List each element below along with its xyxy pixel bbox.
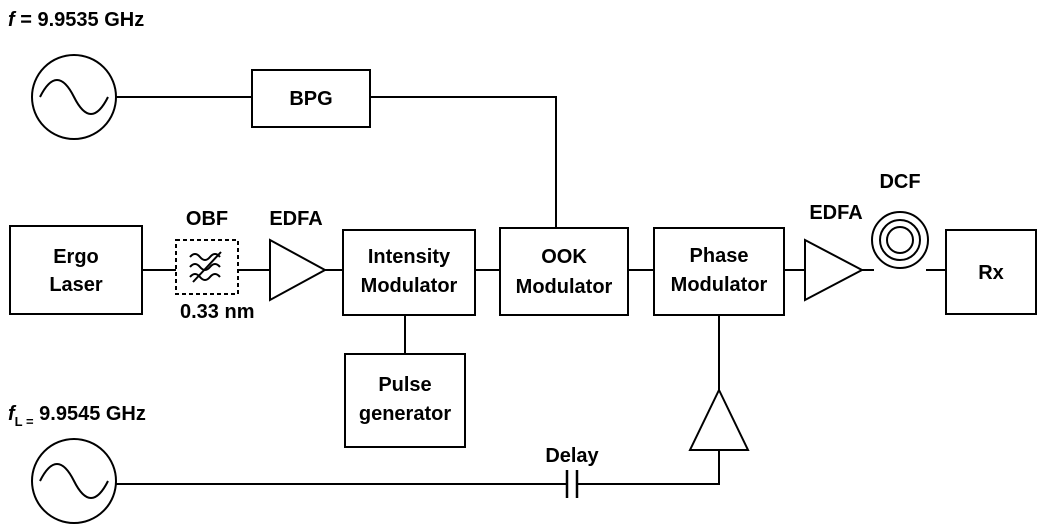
- ergo-laser-block: Ergo Laser: [9, 225, 143, 315]
- fiber-coil-inner-icon: [886, 226, 914, 254]
- pulse-generator-label-line1: Pulse: [378, 374, 431, 396]
- bottom-source-frequency-label: fL = 9.9545 GHz: [8, 403, 146, 429]
- delay-capacitor-icon: [565, 470, 579, 498]
- phase-modulator-label-line1: Phase: [690, 245, 749, 267]
- sine-wave-icon-2: [39, 463, 109, 499]
- phase-modulator-label-line2: Modulator: [671, 274, 768, 296]
- pulse-generator-label-line2: generator: [359, 403, 451, 425]
- top-source-frequency-label: f = 9.9535 GHz: [8, 9, 144, 31]
- sine-wave-icon: [39, 79, 109, 115]
- wire-bpg-to-ook: [370, 96, 557, 228]
- ook-modulator-box: [499, 227, 629, 316]
- bottom-sine-source: [31, 438, 117, 524]
- pulse-generator-box: [344, 353, 466, 448]
- bottom-source-subscript: L =: [15, 414, 34, 429]
- wire-delay-to-driver: [577, 450, 720, 485]
- bottom-source-frequency: 9.9545 GHz: [34, 403, 146, 425]
- receiver-box: [945, 229, 1037, 315]
- laser-box: [9, 225, 143, 315]
- edfa-amplifier-1: EDFA: [269, 208, 328, 302]
- amplifier-triangle-icon: [269, 238, 328, 302]
- laser-label-line1: Ergo: [53, 246, 99, 268]
- dcf-fiber: DCF: [871, 171, 929, 269]
- pulse-generator-block: Pulse generator: [344, 353, 466, 448]
- intensity-modulator-label-line1: Intensity: [368, 246, 451, 268]
- ook-modulator-block: OOK Modulator: [499, 227, 629, 316]
- phase-modulator-box: [653, 227, 785, 316]
- bottom-source-symbol: f: [8, 403, 17, 425]
- phase-modulator-block: Phase Modulator: [653, 227, 785, 316]
- edfa-amplifier-2: EDFA: [804, 202, 865, 302]
- ook-modulator-label-line1: OOK: [541, 246, 587, 268]
- obf-filter: OBF 0.33 nm: [175, 208, 254, 323]
- obf-label: OBF: [186, 208, 228, 230]
- bpg-block: BPG: [251, 69, 371, 128]
- intensity-modulator-block: Intensity Modulator: [342, 229, 476, 316]
- top-source-symbol: f: [8, 9, 17, 31]
- receiver-label: Rx: [978, 262, 1004, 284]
- receiver-block: Rx: [945, 229, 1037, 315]
- amplifier-triangle-icon-2: [804, 238, 865, 302]
- bpg-box: [251, 69, 371, 128]
- laser-label-line2: Laser: [49, 274, 103, 296]
- top-sine-source: [31, 54, 117, 140]
- intensity-modulator-box: [342, 229, 476, 316]
- edfa-1-label: EDFA: [269, 208, 322, 230]
- driver-amplifier-triangle-icon: [688, 387, 750, 451]
- delay-label: Delay: [545, 445, 599, 467]
- edfa-2-label: EDFA: [809, 202, 862, 224]
- bpg-label: BPG: [289, 88, 332, 110]
- intensity-modulator-label-line2: Modulator: [361, 275, 458, 297]
- filter-icon: [189, 251, 222, 283]
- obf-box: [175, 239, 239, 295]
- dcf-label: DCF: [879, 171, 920, 193]
- top-source-frequency: = 9.9535 GHz: [15, 9, 145, 31]
- ook-modulator-label-line2: Modulator: [516, 276, 613, 298]
- obf-bandwidth-label: 0.33 nm: [180, 301, 254, 323]
